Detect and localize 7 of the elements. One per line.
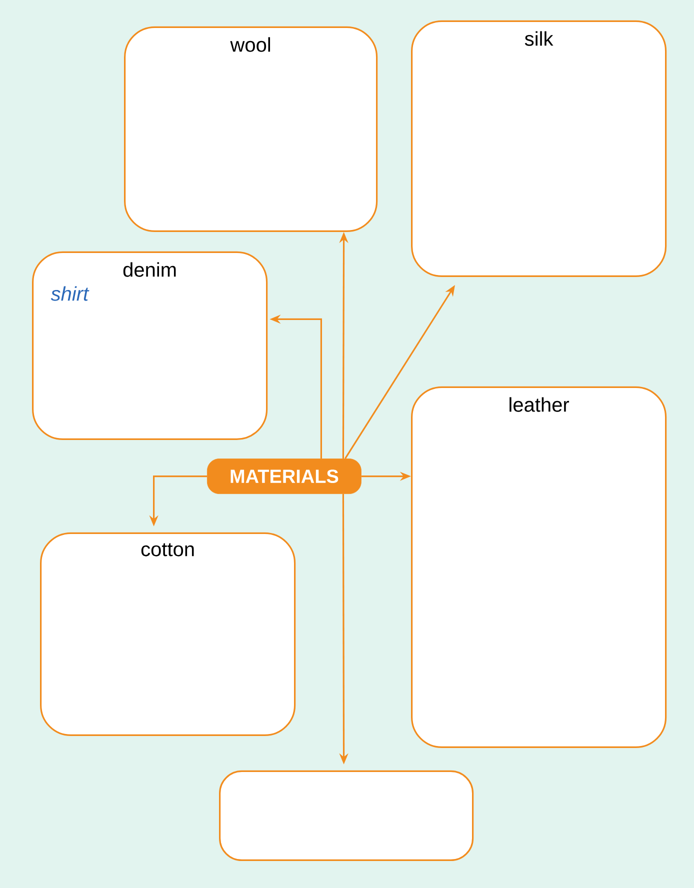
empty-box	[219, 770, 474, 861]
central-label: MATERIALS	[207, 458, 362, 494]
text-box: silk	[411, 20, 667, 277]
text-box: wool	[124, 26, 378, 232]
text-box: denim shirt	[32, 251, 268, 440]
text-box: leather	[411, 386, 667, 748]
text-box: cotton	[40, 532, 296, 736]
